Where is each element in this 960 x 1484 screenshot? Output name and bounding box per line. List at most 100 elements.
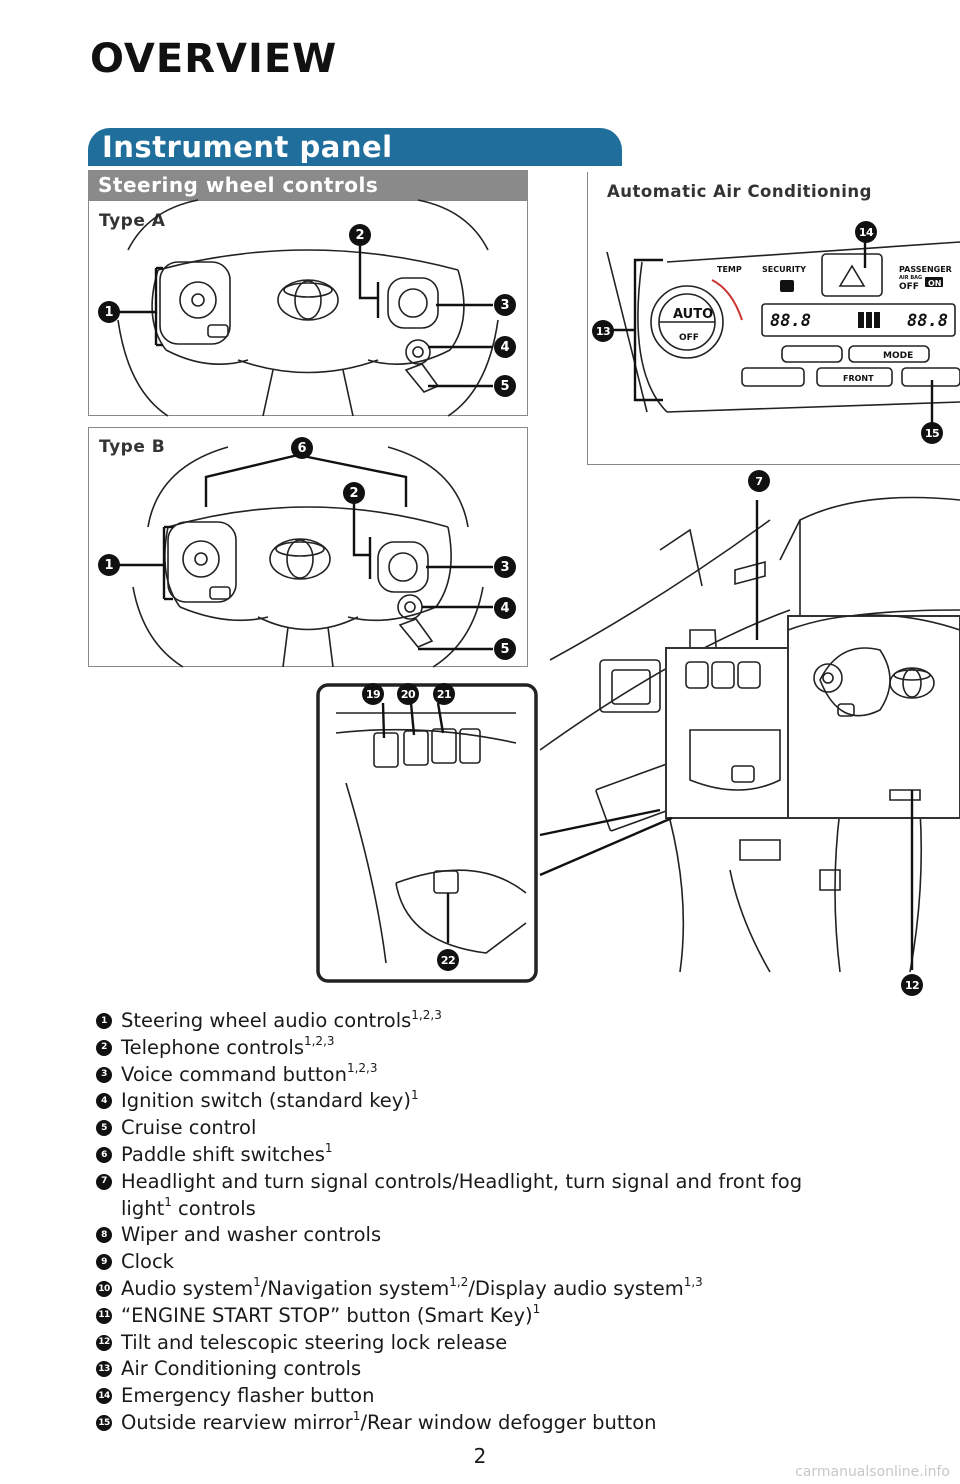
- callout-ac-13: 13: [592, 320, 614, 342]
- legend-sup: 1: [324, 1141, 333, 1156]
- legend-sup: 1: [253, 1275, 261, 1290]
- section-tab: Instrument panel: [88, 128, 622, 166]
- callout-dash-12: 12: [901, 974, 923, 996]
- legend-item-14: 14 Emergency flasher button: [96, 1383, 926, 1410]
- legend-text: Wiper and washer controls: [121, 1223, 382, 1247]
- ac-airbag-text: AIR BAG: [899, 275, 922, 281]
- callout-type-a-4: 4: [494, 336, 516, 358]
- legend-text: Paddle shift switches: [121, 1142, 325, 1166]
- section-title: Instrument panel: [102, 130, 393, 164]
- ac-label: Automatic Air Conditioning: [607, 182, 872, 201]
- ac-unit-drawing: TEMP SECURITY PASSENGER AIR BAG OFF ON A…: [606, 241, 960, 424]
- ac-security-text: SECURITY: [762, 265, 806, 274]
- legend-item-12: 12 Tilt and telescopic steering lock rel…: [96, 1330, 926, 1357]
- ac-left-temp-digits: 88.8: [770, 311, 811, 331]
- legend-bullet: 10: [96, 1280, 112, 1297]
- legend-sup: 1,2,3: [303, 1034, 335, 1049]
- legend-text: light: [121, 1196, 165, 1220]
- watermark: carmanualsonline.info: [795, 1464, 950, 1480]
- legend-bullet: 14: [96, 1388, 112, 1405]
- legend-text-after: /Rear window defogger button: [360, 1410, 657, 1434]
- legend-sup: 1: [164, 1195, 172, 1210]
- legend-text: Headlight and turn signal controls/Headl…: [121, 1169, 803, 1193]
- callout-type-b-3: 3: [494, 556, 516, 578]
- dashboard-inset-drawing: [316, 683, 538, 983]
- legend-bullet: 4: [96, 1093, 112, 1110]
- ac-mode-text: MODE: [883, 351, 913, 361]
- callout-type-b-4: 4: [494, 597, 516, 619]
- legend-bullet: 12: [96, 1334, 112, 1351]
- legend-text: Tilt and telescopic steering lock releas…: [121, 1330, 508, 1354]
- subsection-header: Steering wheel controls: [88, 170, 528, 200]
- type-b-wheel-drawing: [112, 446, 493, 668]
- legend-sup: 1,2,3: [411, 1007, 442, 1022]
- callout-dash-19: 19: [362, 683, 384, 705]
- ac-panel: [587, 172, 960, 465]
- type-a-wheel-drawing: [112, 199, 499, 417]
- legend-item-6: 6 Paddle shift switches1: [96, 1142, 926, 1169]
- legend-item-8: 8 Wiper and washer controls: [96, 1222, 926, 1249]
- ac-off-button-text: OFF: [679, 333, 699, 343]
- callout-type-a-3: 3: [494, 294, 516, 316]
- legend-list: 1 Steering wheel audio controls1,2,3 2 T…: [96, 1008, 926, 1437]
- type-b-panel: [88, 427, 528, 667]
- legend-sup: 1: [410, 1087, 419, 1102]
- page-number: 2: [473, 1444, 487, 1468]
- callout-dash-20: 20: [397, 683, 419, 705]
- legend-text: Cruise control: [121, 1116, 257, 1140]
- legend-text: Air Conditioning controls: [121, 1357, 362, 1381]
- ac-off-text: OFF: [899, 282, 919, 292]
- legend-item-5: 5 Cruise control: [96, 1115, 926, 1142]
- ac-passenger-text: PASSENGER: [899, 265, 952, 274]
- legend-item-2: 2 Telephone controls1,2,3: [96, 1035, 926, 1062]
- legend-item-11: 11 “ENGINE START STOP” button (Smart Key…: [96, 1303, 926, 1330]
- legend-text-after: /Display audio system: [468, 1276, 684, 1300]
- legend-item-3: 3 Voice command button1,2,3: [96, 1062, 926, 1089]
- callout-dash-21: 21: [433, 683, 455, 705]
- page-title: OVERVIEW: [90, 36, 338, 82]
- legend-sup: 1,2: [449, 1275, 469, 1290]
- legend-bullet: 13: [96, 1361, 112, 1378]
- legend-bullet: 2: [96, 1039, 112, 1056]
- legend-text: Telephone controls: [121, 1035, 304, 1059]
- legend-item-1: 1 Steering wheel audio controls1,2,3: [96, 1008, 926, 1035]
- type-a-label: Type A: [99, 211, 166, 231]
- legend-sup: 1: [532, 1302, 541, 1317]
- legend-sup: 1,2,3: [346, 1061, 378, 1076]
- legend-text-after: /Navigation system: [260, 1276, 450, 1300]
- ac-right-temp-digits: 88.8: [907, 311, 948, 331]
- type-a-panel: [88, 200, 528, 416]
- legend-bullet: 11: [96, 1307, 112, 1324]
- legend-text: Clock: [121, 1250, 174, 1274]
- legend-item-10: 10 Audio system1/Navigation system1,2/Di…: [96, 1276, 926, 1303]
- legend-bullet: 8: [96, 1227, 112, 1244]
- callout-type-a-2: 2: [349, 224, 371, 246]
- ac-temp-text: TEMP: [717, 265, 742, 274]
- callout-type-b-1: 1: [98, 554, 120, 576]
- legend-item-9: 9 Clock: [96, 1249, 926, 1276]
- callout-type-b-6: 6: [291, 437, 313, 459]
- callout-ac-14: 14: [855, 221, 877, 243]
- ac-front-text: FRONT: [843, 374, 874, 383]
- type-b-label: Type B: [99, 437, 166, 457]
- callout-type-b-2: 2: [343, 482, 365, 504]
- legend-text-after: controls: [171, 1196, 256, 1220]
- dashboard-drawing: [539, 496, 960, 973]
- legend-item-13: 13 Air Conditioning controls: [96, 1356, 926, 1383]
- ac-auto-text: AUTO: [673, 307, 713, 322]
- legend-item-4: 4 Ignition switch (standard key)1: [96, 1088, 926, 1115]
- legend-bullet: 6: [96, 1146, 112, 1163]
- legend-text: Ignition switch (standard key): [121, 1089, 411, 1113]
- callout-dash-22: 22: [437, 949, 459, 971]
- legend-text: Voice command button: [121, 1062, 347, 1086]
- callout-type-a-5: 5: [494, 375, 516, 397]
- legend-text: Steering wheel audio controls: [121, 1009, 412, 1032]
- callout-dash-7: 7: [748, 470, 770, 492]
- legend-sup: 1: [352, 1409, 361, 1424]
- legend-bullet: 9: [96, 1254, 112, 1271]
- legend-text: Audio system: [121, 1276, 254, 1300]
- ac-on-text: ON: [928, 279, 942, 288]
- legend-item-15: 15 Outside rearview mirror1/Rear window …: [96, 1410, 926, 1437]
- legend-text: Emergency flasher button: [121, 1384, 375, 1408]
- legend-bullet: 7: [96, 1173, 112, 1190]
